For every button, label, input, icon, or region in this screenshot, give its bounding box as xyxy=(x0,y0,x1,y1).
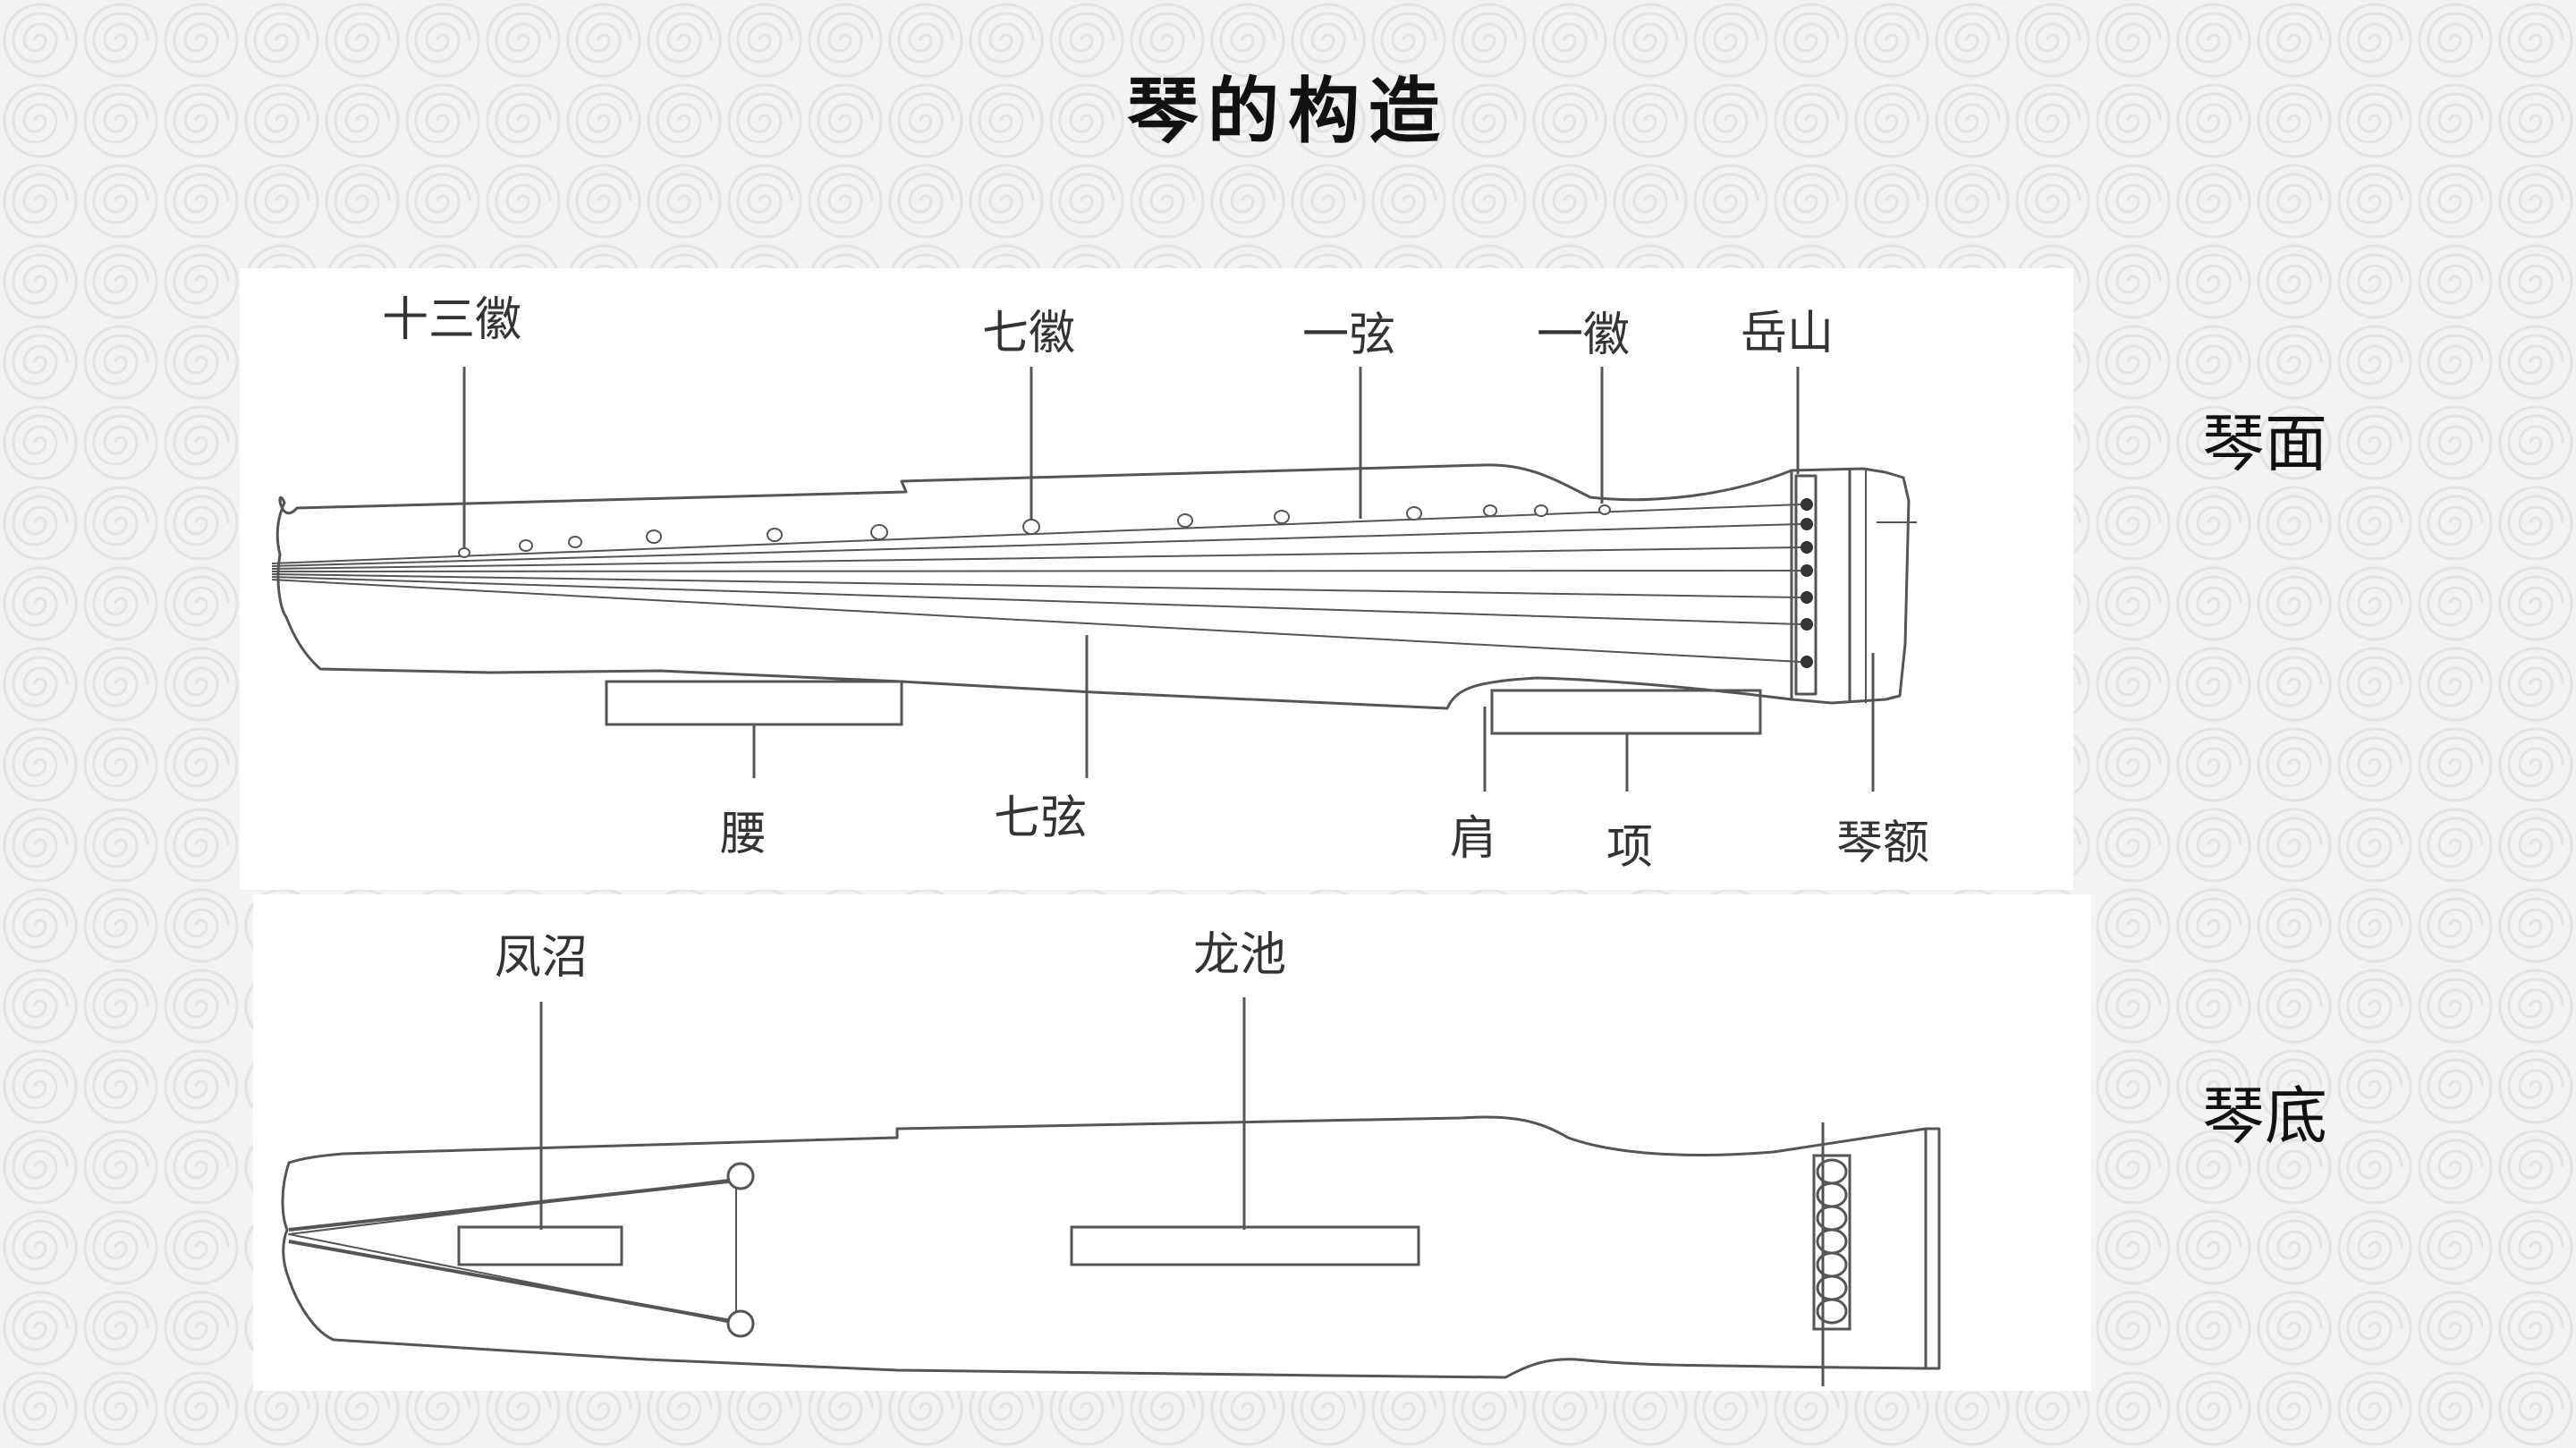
string-anchors xyxy=(1801,498,1813,668)
qin-body-outline xyxy=(275,463,1793,710)
label-hui13: 十三徽 xyxy=(381,293,522,347)
fengzhao-hole xyxy=(457,1225,623,1266)
label-qine: 琴额 xyxy=(1835,817,1930,870)
label-string7: 七弦 xyxy=(993,792,1088,845)
top-view-drawing xyxy=(271,367,1917,792)
bottom-view-diagram: 凤沼 龙池 xyxy=(253,894,2091,1391)
qin-head-outline xyxy=(1790,467,1911,705)
peg-frame xyxy=(1812,1154,1852,1331)
yao-bracket xyxy=(605,680,903,726)
xiang-bracket xyxy=(1490,689,1762,735)
label-string1: 一弦 xyxy=(1301,309,1396,362)
label-xiang: 项 xyxy=(1606,821,1654,875)
leader-lines-bottom xyxy=(539,997,1246,1230)
top-view-diagram: 十三徽 七徽 一弦 一徽 岳山 腰 七弦 肩 项 琴额 xyxy=(240,268,2073,890)
side-label-top: 琴面 xyxy=(2202,407,2327,480)
longchi-hole xyxy=(1070,1225,1420,1266)
label-longchi: 龙池 xyxy=(1192,928,1287,982)
yueshan-bridge xyxy=(1794,474,1818,696)
label-fengzhao: 凤沼 xyxy=(494,931,589,985)
leader-lines xyxy=(462,367,1875,792)
yanzu-feet xyxy=(726,1162,755,1338)
page-title: 琴的构造 xyxy=(1127,70,1449,153)
label-yao: 腰 xyxy=(719,808,767,861)
hui-markers xyxy=(458,504,1611,558)
label-yueshan: 岳山 xyxy=(1740,307,1835,360)
bottom-view-drawing xyxy=(281,997,1941,1386)
label-jian: 肩 xyxy=(1449,812,1497,866)
tuning-pegs xyxy=(1816,1158,1848,1325)
label-hui7: 七徽 xyxy=(981,307,1076,360)
side-label-bottom: 琴底 xyxy=(2202,1080,2327,1153)
label-hui1: 一徽 xyxy=(1536,309,1631,362)
